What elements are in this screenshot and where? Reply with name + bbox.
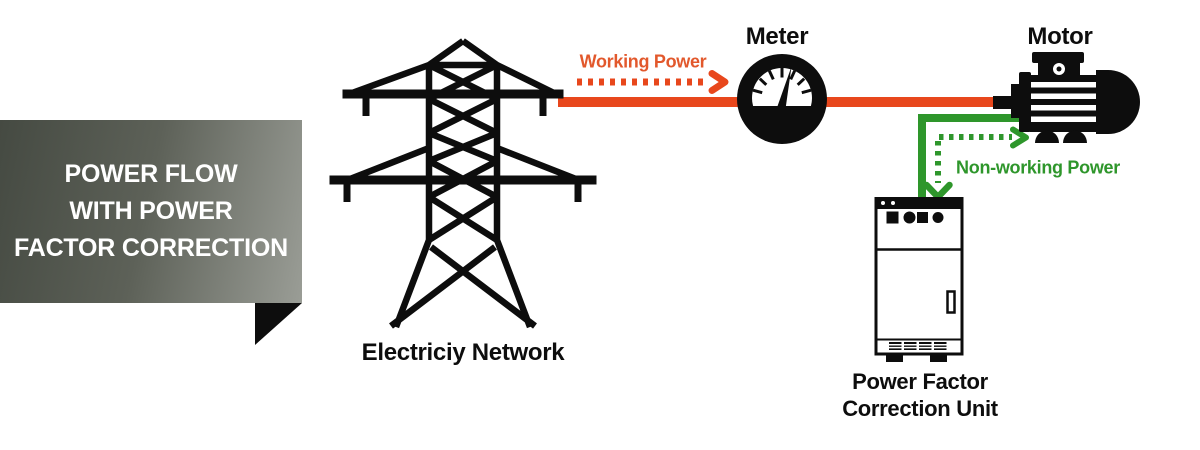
pfc-unit-icon bbox=[874, 197, 964, 362]
pfc-cabinet bbox=[874, 197, 964, 356]
motor-icon bbox=[993, 52, 1140, 143]
gauge-needle bbox=[776, 66, 792, 109]
pfc-control-square-1 bbox=[886, 211, 899, 224]
pfc-foot bbox=[930, 354, 947, 362]
motor-end-bell bbox=[1096, 70, 1140, 134]
gauge-ticks bbox=[752, 68, 812, 95]
pfc-vent bbox=[904, 342, 917, 350]
pfc-vent bbox=[934, 342, 947, 350]
non-working-arrowhead-right-icon bbox=[1010, 126, 1029, 149]
network-label: Electriciy Network bbox=[361, 339, 565, 366]
pfc-control-knob-1 bbox=[903, 211, 916, 224]
banner-line-3: FACTOR CORRECTION bbox=[14, 234, 288, 262]
banner-line-2: WITH POWER bbox=[69, 197, 233, 225]
motor-label: Motor bbox=[1027, 23, 1093, 50]
motor-feet bbox=[1035, 130, 1087, 143]
gauge-face bbox=[752, 68, 812, 106]
meter-icon bbox=[737, 54, 827, 144]
title-banner: POWER FLOW WITH POWER FACTOR CORRECTION bbox=[0, 120, 302, 303]
banner-line-1: POWER FLOW bbox=[64, 160, 238, 188]
pfc-label-line-1: Power Factor bbox=[852, 369, 988, 394]
non-working-power-line bbox=[918, 114, 1021, 200]
pfc-vent bbox=[919, 342, 932, 350]
banner-fold-icon bbox=[255, 303, 302, 345]
pfc-top-bar bbox=[874, 197, 964, 209]
non-working-power-label: Non-working Power bbox=[956, 157, 1120, 178]
tower-crossarms bbox=[329, 89, 597, 185]
pfc-foot bbox=[886, 354, 903, 362]
transmission-tower-icon bbox=[329, 38, 597, 329]
pfc-label-line-2: Correction Unit bbox=[842, 396, 998, 421]
pfc-door-handle bbox=[946, 290, 956, 314]
pfc-label: Power Factor Correction Unit bbox=[842, 368, 998, 422]
pfc-vent bbox=[889, 342, 902, 350]
non-working-arrowhead-down-icon bbox=[923, 181, 953, 201]
working-power-label: Working Power bbox=[579, 51, 707, 72]
meter-label: Meter bbox=[745, 23, 809, 50]
motor-shaft bbox=[993, 96, 1014, 109]
tower-insulators bbox=[343, 94, 582, 202]
working-power-arrowhead-icon bbox=[708, 70, 729, 94]
pfc-control-knob-2 bbox=[932, 212, 944, 223]
pfc-control-square-2 bbox=[917, 212, 928, 223]
